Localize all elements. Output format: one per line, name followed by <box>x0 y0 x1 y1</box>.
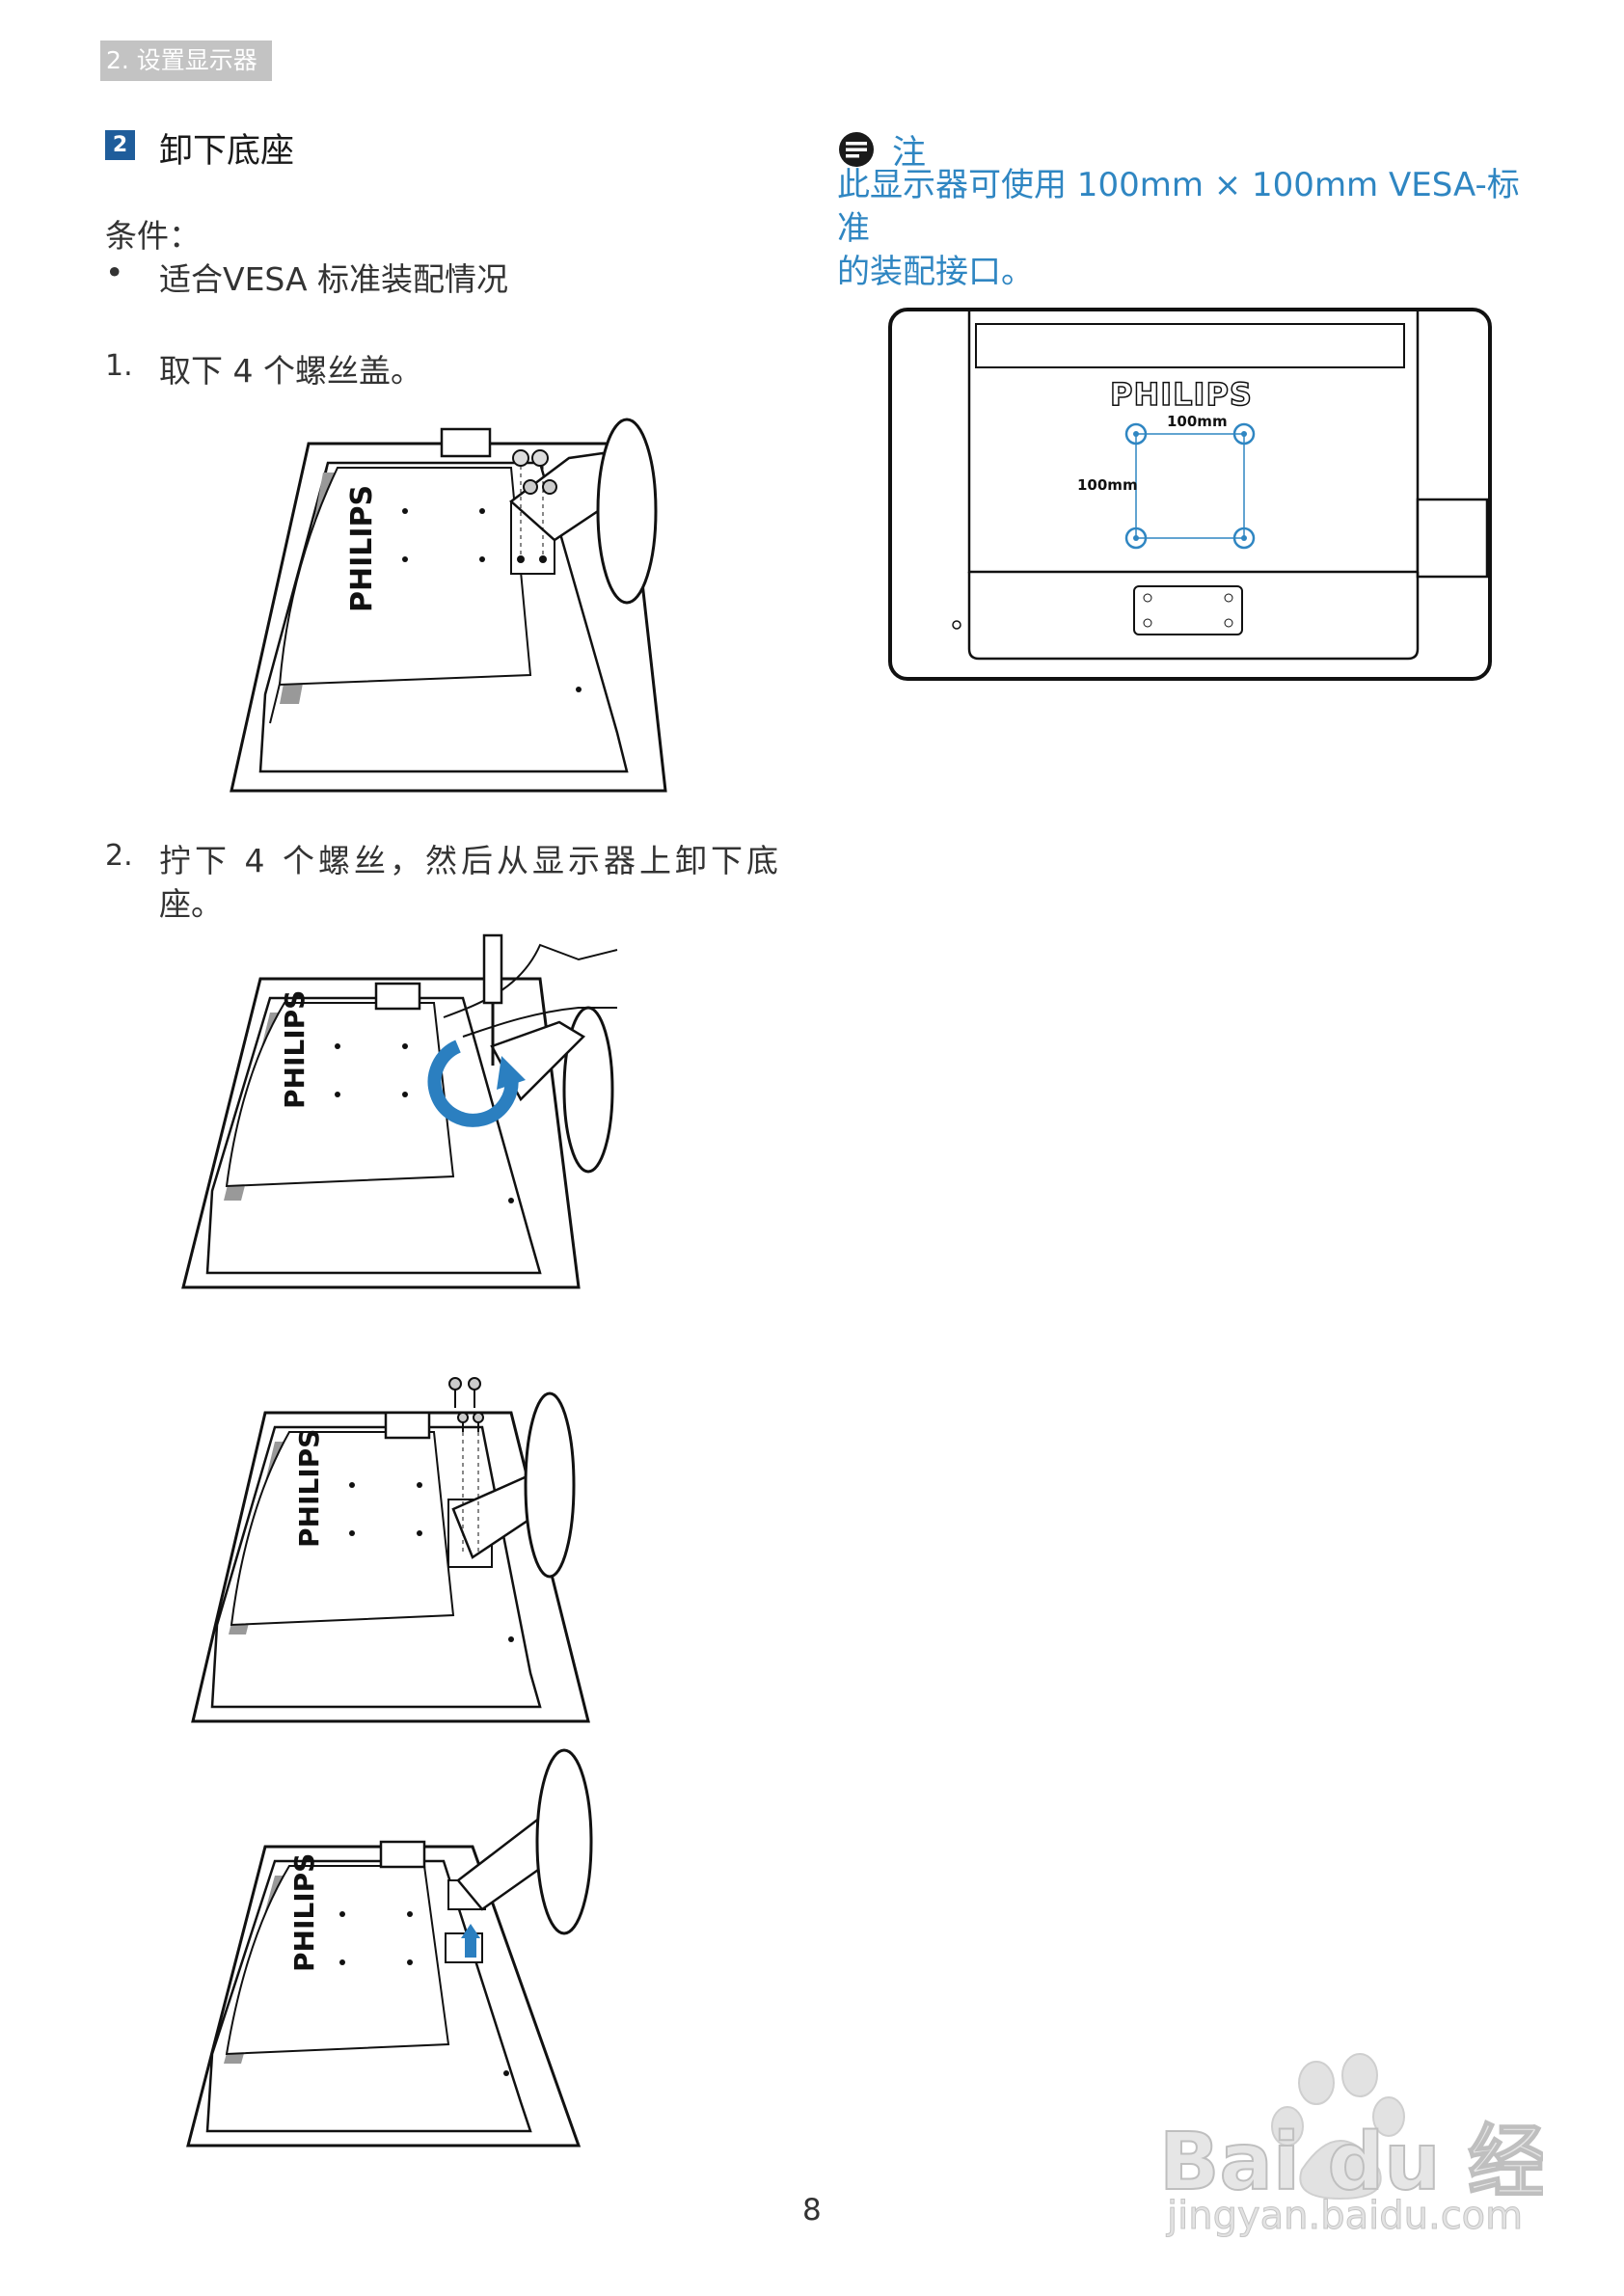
section-title: 卸下底座 <box>159 132 295 171</box>
note-line-1: 此显示器可使用 100mm × 100mm VESA-标准 <box>837 166 1520 248</box>
step-1-text: 取下 4 个螺丝盖。 <box>159 352 422 390</box>
brand-text: PHILIPS <box>345 485 379 612</box>
conditions-heading: 条件： <box>105 217 201 255</box>
vesa-horizontal-label: 100mm <box>1167 413 1228 430</box>
vesa-vertical-label: 100mm <box>1077 476 1138 494</box>
illustration-screws-out: PHILIPS <box>191 1377 590 1723</box>
section-number-badge: 2 <box>105 130 135 160</box>
bullet-marker: • <box>105 254 124 291</box>
watermark-logo-text: Bai du 经验 <box>1159 2117 1543 2208</box>
watermark-url: jingyan.baidu.com <box>1166 2194 1524 2239</box>
step-2-text-line1: 拧下 4 个螺丝，然后从显示器上卸下底 <box>159 842 782 879</box>
baidu-watermark-logo: Bai du 经验 <box>1158 2053 1543 2209</box>
illustration-remove-covers: PHILIPS <box>230 418 667 793</box>
vesa-brand-text: PHILIPS <box>1110 376 1253 413</box>
note-line-2: 的装配接口。 <box>837 253 1034 291</box>
note-icon <box>839 132 874 167</box>
note-text: 此显示器可使用 100mm × 100mm VESA-标准 的装配接口。 <box>837 164 1551 294</box>
condition-item: 适合VESA 标准装配情况 <box>159 260 509 298</box>
brand-text: PHILIPS <box>288 1853 320 1972</box>
page-number: 8 <box>802 2193 822 2228</box>
step-2-number: 2. <box>105 839 133 873</box>
chapter-tab: 2. 设置显示器 <box>100 41 272 81</box>
step-1-number: 1. <box>105 349 133 383</box>
note-title: 注 <box>892 134 927 173</box>
illustration-unscrew: PHILIPS <box>181 933 618 1289</box>
step-2-text-line2: 座。 <box>159 885 223 923</box>
brand-text: PHILIPS <box>293 1429 325 1548</box>
illustration-vesa-back: PHILIPS 100mm 100mm <box>888 308 1492 681</box>
illustration-remove-stand: PHILIPS <box>186 1748 593 2147</box>
brand-text: PHILIPS <box>279 990 311 1109</box>
